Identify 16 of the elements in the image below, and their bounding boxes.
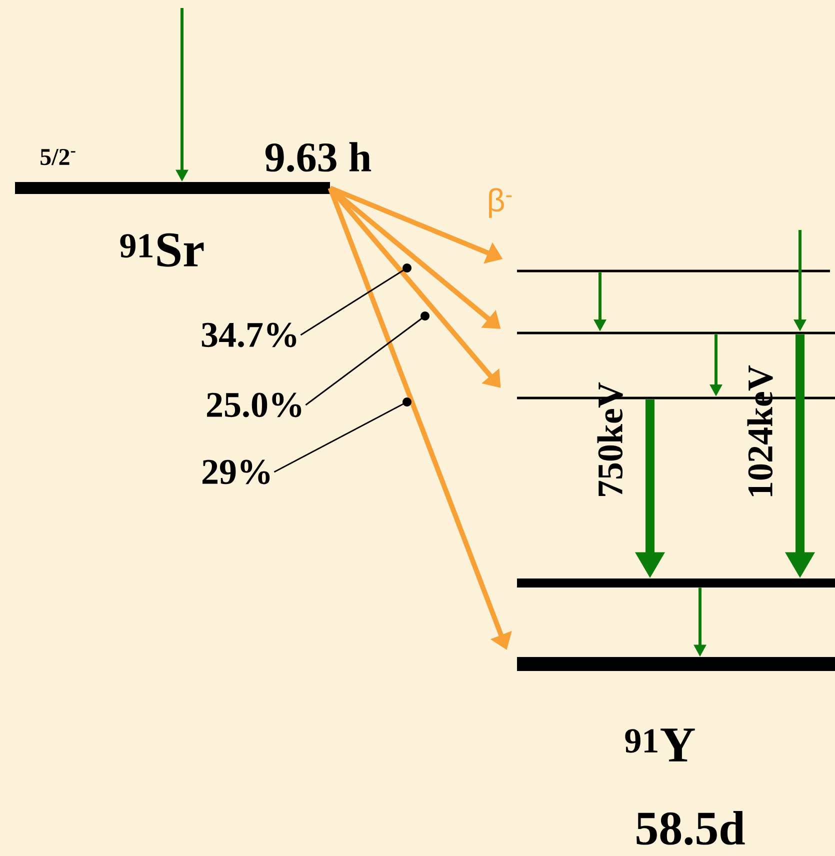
leader-line	[274, 398, 412, 473]
nuclide-label: $^{91}$Sr	[120, 233, 204, 267]
half-life-label: 58.5d	[636, 811, 745, 845]
energy-level-line	[517, 332, 835, 334]
edge-label: 1024keV	[747, 365, 773, 496]
half-life-label: 9.63 h	[265, 142, 372, 172]
leader-line	[300, 264, 412, 336]
energy-level-line	[517, 270, 830, 272]
percentage-label: 29%	[202, 460, 270, 484]
percentage-label: 34.7%	[202, 322, 296, 348]
edge-label: 750keV	[597, 382, 623, 496]
decay-label: β$^{-}$	[489, 188, 512, 218]
nuclide-label: $^{91}$Y	[625, 728, 695, 762]
spin-label: 5/2$^{-}$	[40, 148, 76, 166]
leader-line	[305, 312, 430, 406]
percentage-label: 25.0%	[207, 392, 302, 418]
